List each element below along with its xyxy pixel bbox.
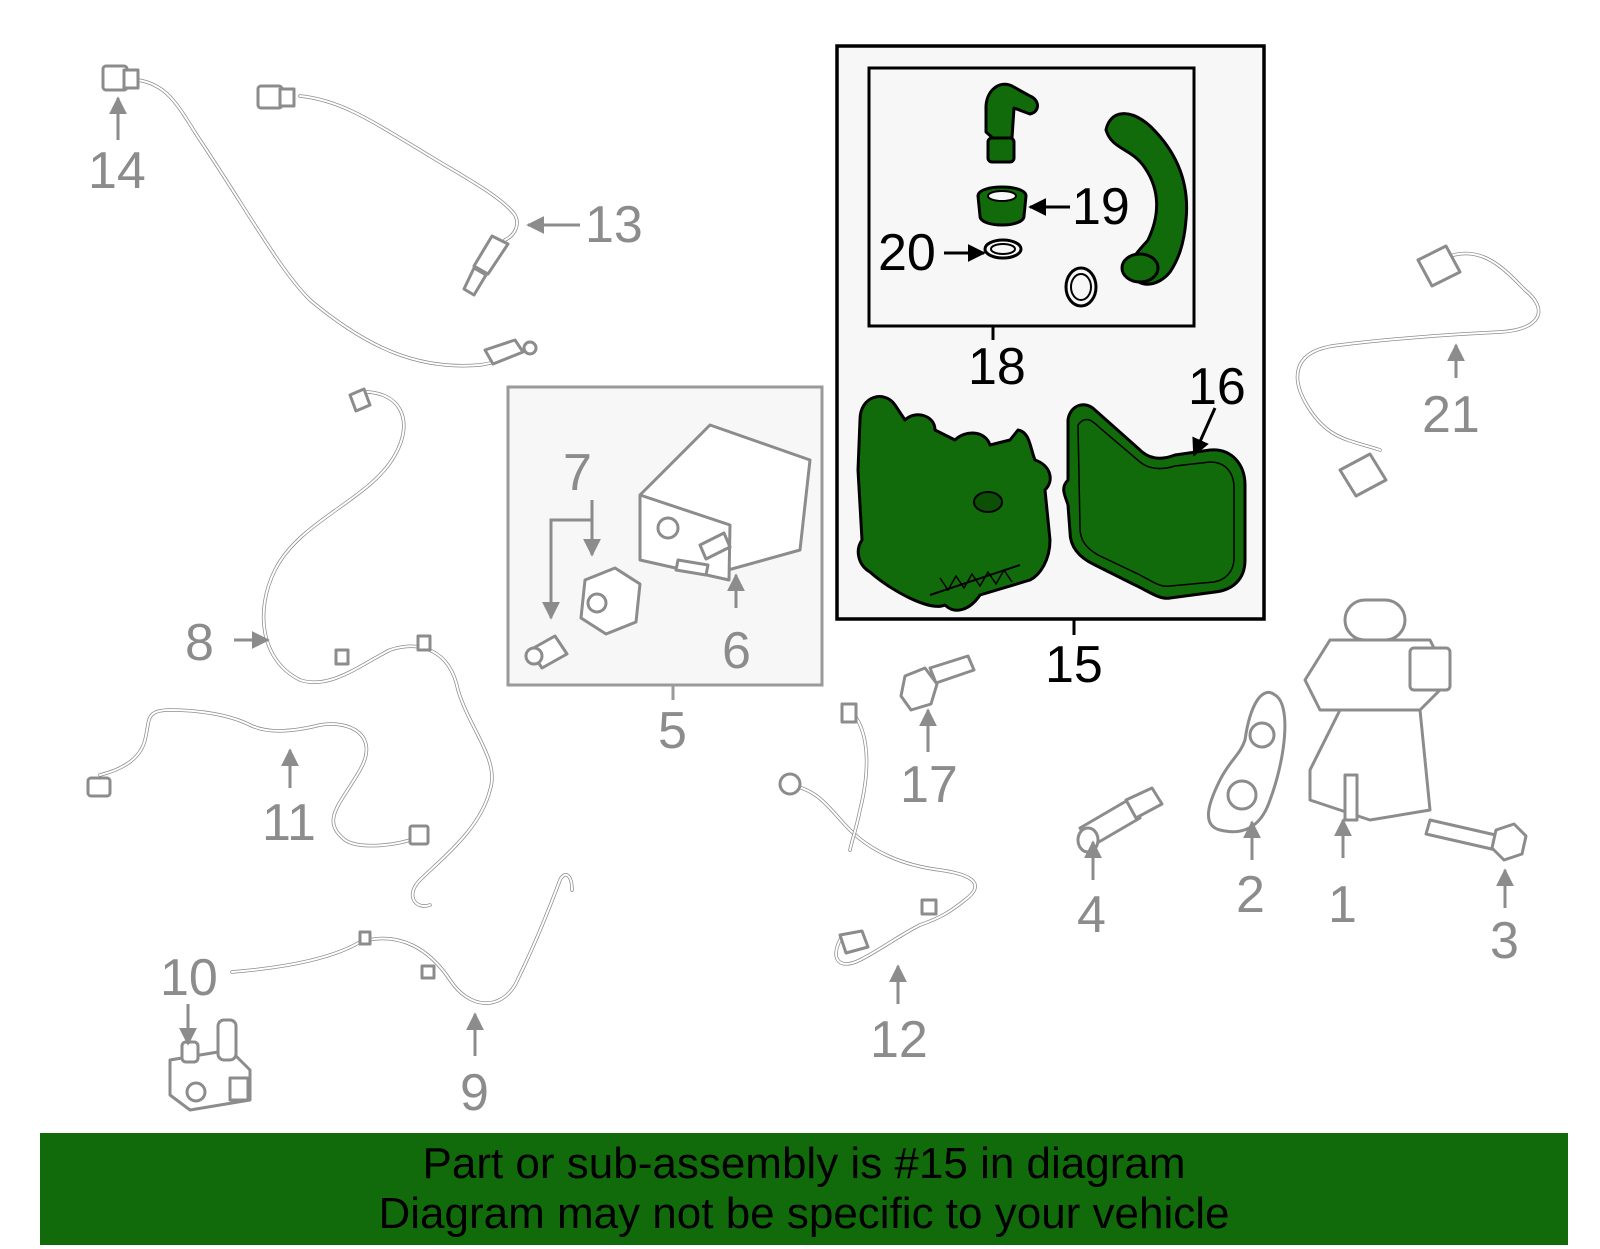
part-18-o-ring[interactable]	[1064, 266, 1098, 308]
banner-line-2: Diagram may not be specific to your vehi…	[378, 1189, 1230, 1238]
part-10-purge-valve[interactable]	[168, 1018, 252, 1112]
banner-line-1: Part or sub-assembly is #15 in diagram	[422, 1139, 1186, 1188]
callout-2: 2	[1236, 866, 1265, 924]
part-3-bolt[interactable]	[1424, 818, 1528, 862]
callout-15: 15	[1045, 636, 1103, 694]
part-7-purge-solenoid[interactable]	[524, 566, 642, 670]
part-18-pcv-hose[interactable]	[1104, 112, 1189, 286]
part-1-egr-valve[interactable]	[1303, 598, 1452, 822]
part-14-oxygen-sensor[interactable]	[101, 64, 538, 368]
callout-5: 5	[658, 702, 687, 760]
callout-1: 1	[1328, 876, 1357, 934]
callout-4: 4	[1077, 886, 1106, 944]
callout-13: 13	[585, 196, 643, 254]
part-15-oil-separator[interactable]	[856, 395, 1052, 612]
callout-8: 8	[185, 614, 214, 672]
part-6-vapor-canister[interactable]	[638, 423, 812, 582]
part-21-pcv-tube[interactable]	[1295, 244, 1541, 498]
callout-12: 12	[870, 1011, 928, 1069]
part-4-sensor[interactable]	[1076, 786, 1164, 854]
part-19-grommet[interactable]	[976, 185, 1028, 227]
callout-14: 14	[88, 142, 146, 200]
callout-20: 20	[878, 224, 936, 282]
part-2-gasket[interactable]	[1206, 691, 1287, 834]
part-11-vacuum-harness[interactable]	[86, 708, 430, 848]
part-12-vacuum-harness[interactable]	[778, 702, 977, 966]
callout-6: 6	[722, 622, 751, 680]
callout-3: 3	[1490, 912, 1519, 970]
callout-17: 17	[900, 756, 958, 814]
callout-9: 9	[460, 1064, 489, 1122]
part-18-pcv-valve[interactable]	[984, 82, 1039, 164]
callout-16: 16	[1188, 358, 1246, 416]
callout-11: 11	[262, 794, 316, 852]
callout-18: 18	[968, 338, 1026, 396]
callout-21: 21	[1422, 386, 1480, 444]
part-9-vacuum-hose[interactable]	[230, 873, 574, 1005]
info-banner: Part or sub-assembly is #15 in diagram D…	[40, 1133, 1568, 1245]
callout-10: 10	[160, 949, 218, 1007]
part-8-vacuum-harness[interactable]	[261, 387, 494, 908]
callout-7: 7	[563, 444, 592, 502]
part-13-oxygen-sensor[interactable]	[256, 84, 519, 297]
part-17-bolt[interactable]	[899, 654, 976, 712]
callout-19: 19	[1072, 178, 1130, 236]
